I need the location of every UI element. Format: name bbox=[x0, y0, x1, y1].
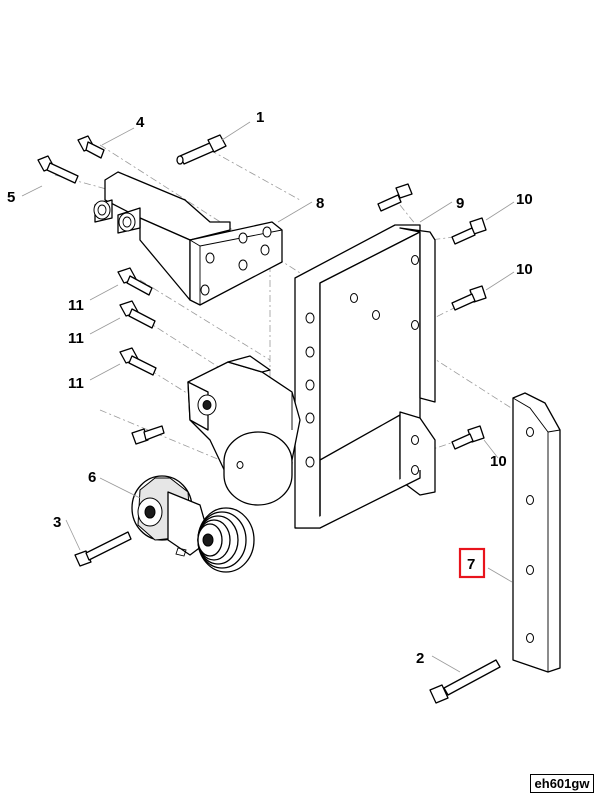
callout-10-c: 10 bbox=[490, 453, 507, 470]
part-8-upper-bracket bbox=[104, 171, 283, 306]
bolt-part-11-b bbox=[119, 300, 156, 329]
callout-11-c: 11 bbox=[68, 375, 84, 392]
callout-1: 1 bbox=[256, 109, 264, 126]
part-6-belt-tensioner bbox=[131, 475, 255, 573]
tensioner-bracket bbox=[187, 355, 301, 506]
callout-11-b: 11 bbox=[68, 330, 84, 347]
bolt-part-1 bbox=[176, 134, 227, 165]
bolt-part-5 bbox=[37, 155, 79, 184]
callout-4: 4 bbox=[136, 114, 145, 131]
part-9-main-plate bbox=[294, 224, 436, 529]
callouts: 1 4 5 8 9 10 10 11 11 11 10 6 3 2 7 bbox=[7, 109, 533, 667]
callout-3: 3 bbox=[53, 514, 61, 531]
bolt-part-10-b bbox=[451, 285, 487, 311]
callout-7-highlight-box bbox=[458, 547, 486, 579]
callout-8: 8 bbox=[316, 195, 324, 212]
bolt-part-10-c bbox=[451, 425, 485, 450]
spacer-bosses bbox=[93, 199, 141, 234]
callout-11-a: 11 bbox=[68, 297, 84, 314]
bolt-part-11-c bbox=[119, 347, 157, 376]
image-reference-code: eh601gw bbox=[530, 774, 594, 793]
bolt-part-10-top bbox=[377, 183, 413, 212]
bolt-part-10-a bbox=[451, 217, 487, 245]
callout-10-b: 10 bbox=[516, 261, 533, 278]
callout-9: 9 bbox=[456, 195, 464, 212]
bolt-part-2 bbox=[429, 659, 501, 704]
bolt-unlabeled bbox=[131, 425, 165, 445]
bolt-part-11-a bbox=[117, 267, 153, 296]
callout-2: 2 bbox=[416, 650, 424, 667]
callout-10-a: 10 bbox=[516, 191, 533, 208]
callout-5: 5 bbox=[7, 189, 15, 206]
bolt-part-4 bbox=[77, 135, 105, 159]
callout-7: 7 bbox=[467, 556, 475, 573]
part-7-side-plate bbox=[512, 392, 561, 673]
leader-lines bbox=[21, 121, 515, 673]
callout-6: 6 bbox=[88, 469, 96, 486]
bolt-part-3 bbox=[74, 531, 132, 567]
